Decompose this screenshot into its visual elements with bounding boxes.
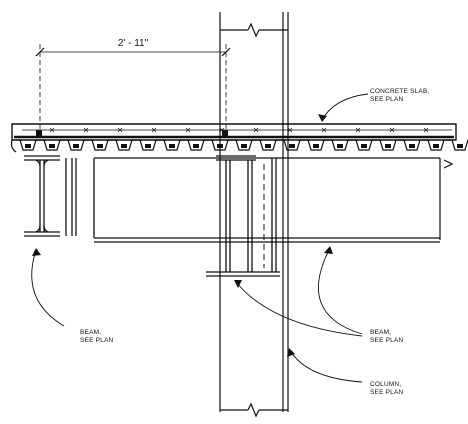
dimension-text: 2' - 11" <box>118 38 149 49</box>
slab-mesh-marks <box>49 127 429 133</box>
callout-beam-right: BEAM, SEE PLAN <box>370 329 403 344</box>
mesh-x-mark <box>321 127 327 133</box>
deck-flute-fill <box>193 144 199 148</box>
concrete-slab <box>11 123 457 141</box>
deck-flute-fill <box>25 144 31 148</box>
deck-flute-fill <box>409 144 415 148</box>
deck-flute-profile <box>16 139 468 151</box>
callout-beam-left-line2: SEE PLAN <box>80 337 113 344</box>
deck-flute-fill <box>217 144 223 148</box>
column <box>219 12 289 418</box>
leader-arrowheads <box>32 114 333 357</box>
deck-flute-fill <box>337 144 343 148</box>
deck-flute-fill <box>121 144 127 148</box>
callout-column: COLUMN, SEE PLAN <box>370 381 403 396</box>
mesh-x-mark <box>83 127 89 133</box>
mesh-x-mark <box>287 127 293 133</box>
deck-flute-fill <box>97 144 103 148</box>
deck-flute-fill <box>169 144 175 148</box>
deck-flute-fill <box>49 144 55 148</box>
left-beam <box>24 155 95 238</box>
leader-lines <box>31 93 369 383</box>
callout-beam-right-line2: SEE PLAN <box>370 337 403 344</box>
beam-at-column <box>206 155 280 277</box>
dimension-line <box>35 44 231 130</box>
callout-slab: CONCRETE SLAB, SEE PLAN <box>370 88 430 103</box>
mesh-x-mark <box>423 127 429 133</box>
deck-flute-fill <box>241 144 247 148</box>
callout-beam-left: BEAM, SEE PLAN <box>80 329 113 344</box>
callout-beam-left-line1: BEAM, <box>80 329 101 336</box>
mesh-x-mark <box>117 127 123 133</box>
mesh-x-mark <box>185 127 191 133</box>
mesh-x-mark <box>355 127 361 133</box>
deck-flute-fill <box>265 144 271 148</box>
mesh-x-mark <box>151 127 157 133</box>
mesh-x-mark <box>49 127 55 133</box>
slab-end-marks <box>10 139 454 240</box>
deck-flute-fill <box>145 144 151 148</box>
deck-flute-fill <box>289 144 295 148</box>
callout-slab-line1: CONCRETE SLAB, <box>370 88 430 95</box>
deck-flute-fill <box>457 144 463 148</box>
metal-deck-flutes <box>16 139 468 151</box>
deck-flute-fill <box>313 144 319 148</box>
callout-slab-line2: SEE PLAN <box>370 96 403 103</box>
callout-beam-right-line1: BEAM, <box>370 329 391 336</box>
long-beam-elevation <box>94 157 440 243</box>
deck-flute-fill <box>73 144 79 148</box>
callout-column-line1: COLUMN, <box>370 381 401 388</box>
shear-studs <box>36 130 228 138</box>
mesh-x-mark <box>389 127 395 133</box>
deck-flute-fill <box>385 144 391 148</box>
mesh-x-mark <box>253 127 259 133</box>
deck-flute-fill <box>433 144 439 148</box>
deck-flute-fill <box>361 144 367 148</box>
callout-column-line2: SEE PLAN <box>370 389 403 396</box>
